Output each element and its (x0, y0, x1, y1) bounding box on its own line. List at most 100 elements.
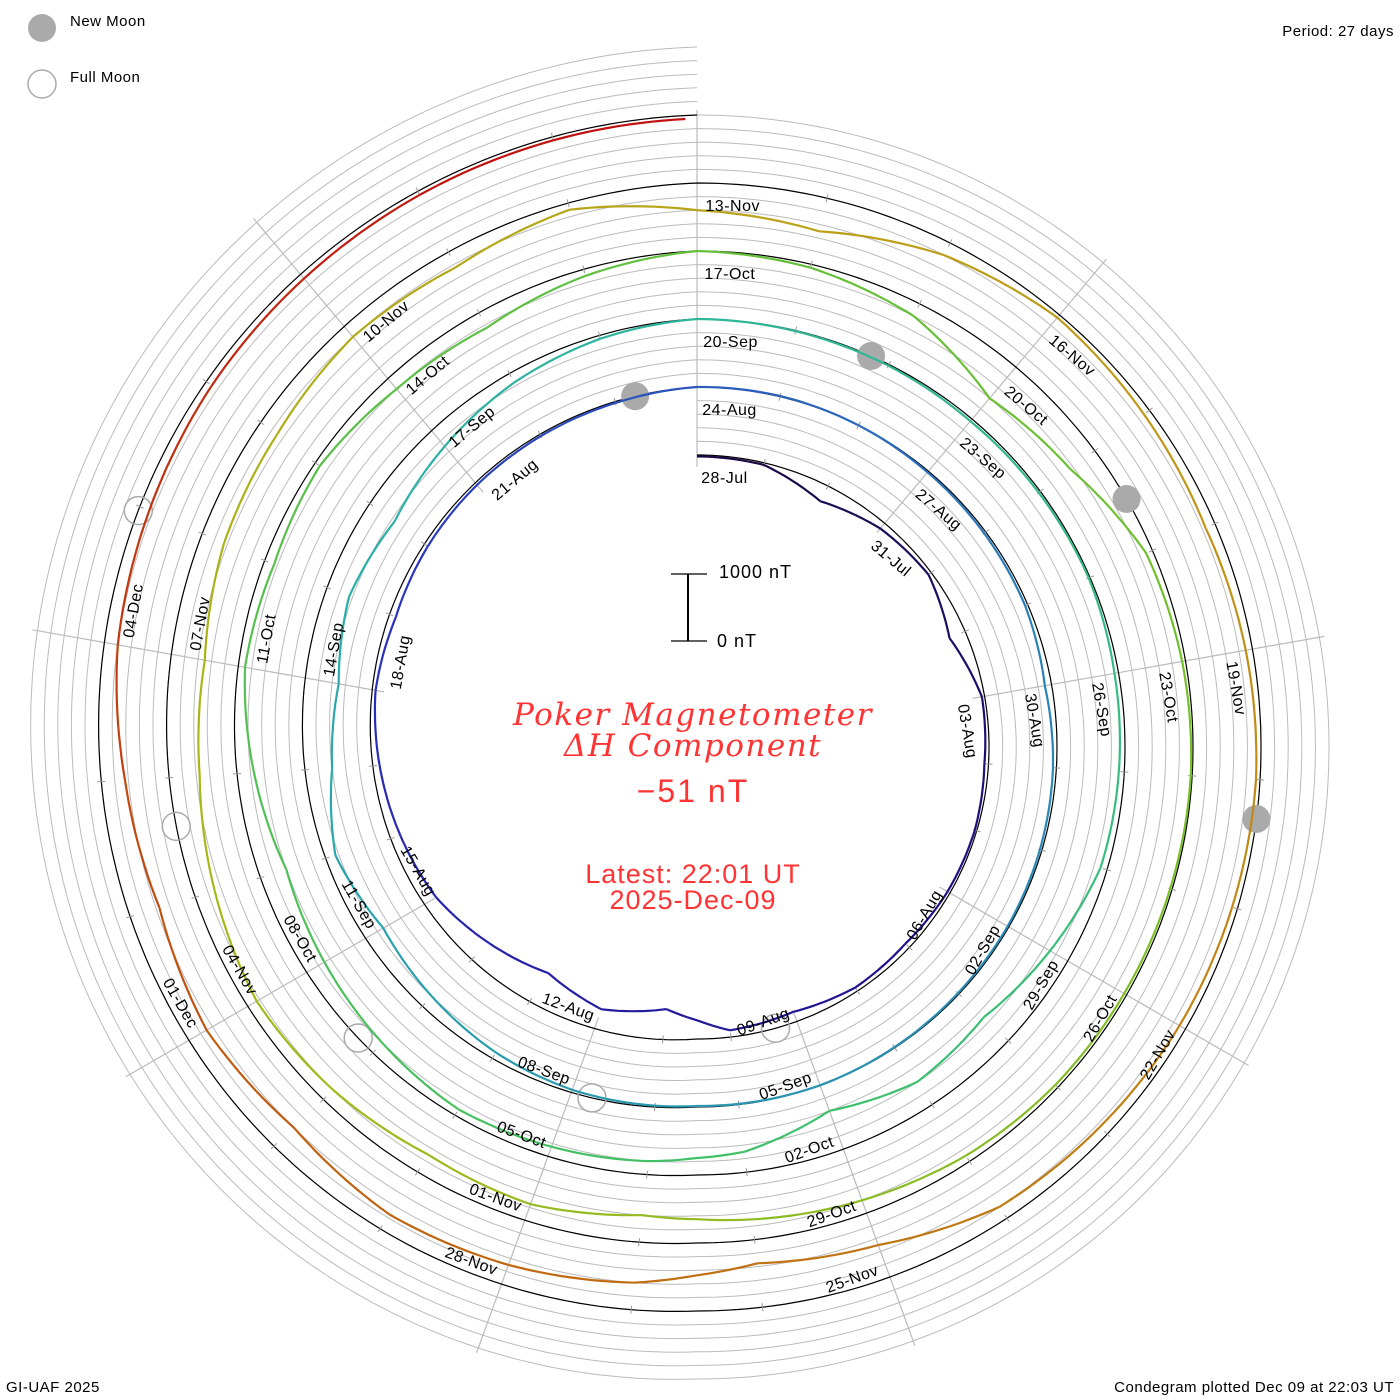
date-label: 18-Aug (388, 634, 414, 691)
day-tick (566, 199, 570, 208)
day-tick (191, 895, 200, 899)
radial-spoke (475, 1017, 600, 1353)
date-label: 13-Nov (705, 198, 760, 215)
data-segment (1056, 316, 1145, 415)
data-segment (569, 205, 698, 212)
data-segment (584, 249, 698, 277)
date-label: 24-Aug (702, 402, 757, 419)
grid-spiral (315, 332, 1044, 1095)
data-segment (334, 854, 385, 929)
date-label: 04-Dec (121, 582, 147, 639)
grid-spiral (247, 264, 1112, 1163)
data-segment (879, 527, 930, 576)
data-segment (1099, 771, 1120, 869)
day-tick (966, 1157, 973, 1166)
data-segment (943, 254, 1058, 319)
data-segment (382, 927, 434, 998)
data-segment (752, 1199, 863, 1221)
date-label: 11-Oct (254, 613, 279, 665)
data-segment (779, 394, 860, 427)
day-tick (126, 915, 135, 919)
data-segment (318, 388, 398, 467)
day-ticks (97, 132, 1265, 1314)
grid-spiral (342, 359, 1017, 1068)
date-label: 08-Oct (279, 913, 319, 966)
date-label: 07-Nov (188, 595, 214, 652)
data-segment (819, 230, 945, 257)
date-label: 27-Aug (912, 486, 965, 534)
day-tick (906, 944, 913, 951)
grid-spiral (84, 100, 1276, 1326)
data-segment (957, 925, 1009, 994)
day-tick (377, 1225, 383, 1233)
data-segment (388, 1213, 509, 1266)
data-segment (540, 401, 616, 438)
date-label: 26-Oct (1081, 992, 1121, 1045)
data-segment (1178, 906, 1234, 1027)
day-tick (1091, 448, 1099, 454)
legend-new-moon-label: New Moon (70, 13, 146, 30)
date-label: 17-Oct (704, 266, 755, 283)
day-tick (1233, 907, 1242, 911)
radial-spoke (792, 1009, 916, 1346)
day-tick (489, 1054, 495, 1062)
data-segment (329, 768, 337, 856)
data-segment (757, 1243, 879, 1265)
date-label: 20-Sep (703, 334, 758, 351)
data-segment (1181, 661, 1193, 776)
data-segment (743, 1109, 830, 1153)
data-segment (252, 772, 288, 871)
data-segment (378, 765, 402, 837)
data-segment (203, 542, 226, 661)
day-tick (1004, 1214, 1010, 1222)
data-segment (332, 1089, 430, 1156)
radial-spokes (32, 110, 1325, 1353)
data-segment (552, 117, 686, 142)
day-tick (202, 378, 210, 385)
legend-full-moon-label: Full Moon (70, 69, 141, 86)
data-segment (1069, 468, 1148, 554)
data-segment (419, 139, 554, 196)
data-segment (1006, 849, 1041, 927)
day-tick (468, 956, 476, 963)
day-tick (927, 569, 935, 576)
data-segment (696, 317, 796, 333)
day-tick (638, 1238, 641, 1247)
grid-spiral (125, 141, 1235, 1285)
plotted-timestamp: Condegram plotted Dec 09 at 22:03 UT (1114, 1379, 1394, 1396)
data-segment (276, 336, 354, 435)
data-segment (495, 1051, 573, 1091)
grid-spiral (261, 277, 1099, 1149)
chart-title-line1: Poker Magnetometer (513, 697, 873, 733)
data-segment (205, 1029, 295, 1129)
data-segment (337, 596, 351, 684)
date-label: 21-Aug (489, 456, 542, 504)
day-tick (729, 1032, 732, 1042)
date-label: 04-Nov (218, 943, 260, 999)
data-segment (428, 1153, 531, 1206)
data-segment (458, 1108, 552, 1148)
grid-spiral (274, 291, 1085, 1136)
data-segment (435, 896, 490, 945)
day-tick (270, 1143, 278, 1150)
scale-bar (671, 573, 707, 642)
date-label: 28-Jul (701, 470, 748, 487)
day-tick (198, 531, 207, 536)
date-label: 17-Sep (446, 403, 499, 451)
data-segment (738, 1084, 821, 1105)
data-segment (861, 1154, 967, 1202)
grid-spiral (220, 236, 1140, 1190)
radial-spoke (939, 886, 1249, 1067)
day-tick (761, 1303, 764, 1312)
date-label: 05-Sep (757, 1069, 814, 1104)
date-label: 14-Sep (321, 621, 347, 678)
data-segment (810, 266, 915, 317)
data-segment (998, 1126, 1101, 1208)
data-segment (1043, 685, 1055, 768)
date-label: 20-Oct (1001, 383, 1051, 429)
data-segment (1169, 775, 1192, 890)
day-tick (825, 482, 831, 490)
day-tick (386, 837, 395, 841)
data-segment (615, 385, 698, 404)
